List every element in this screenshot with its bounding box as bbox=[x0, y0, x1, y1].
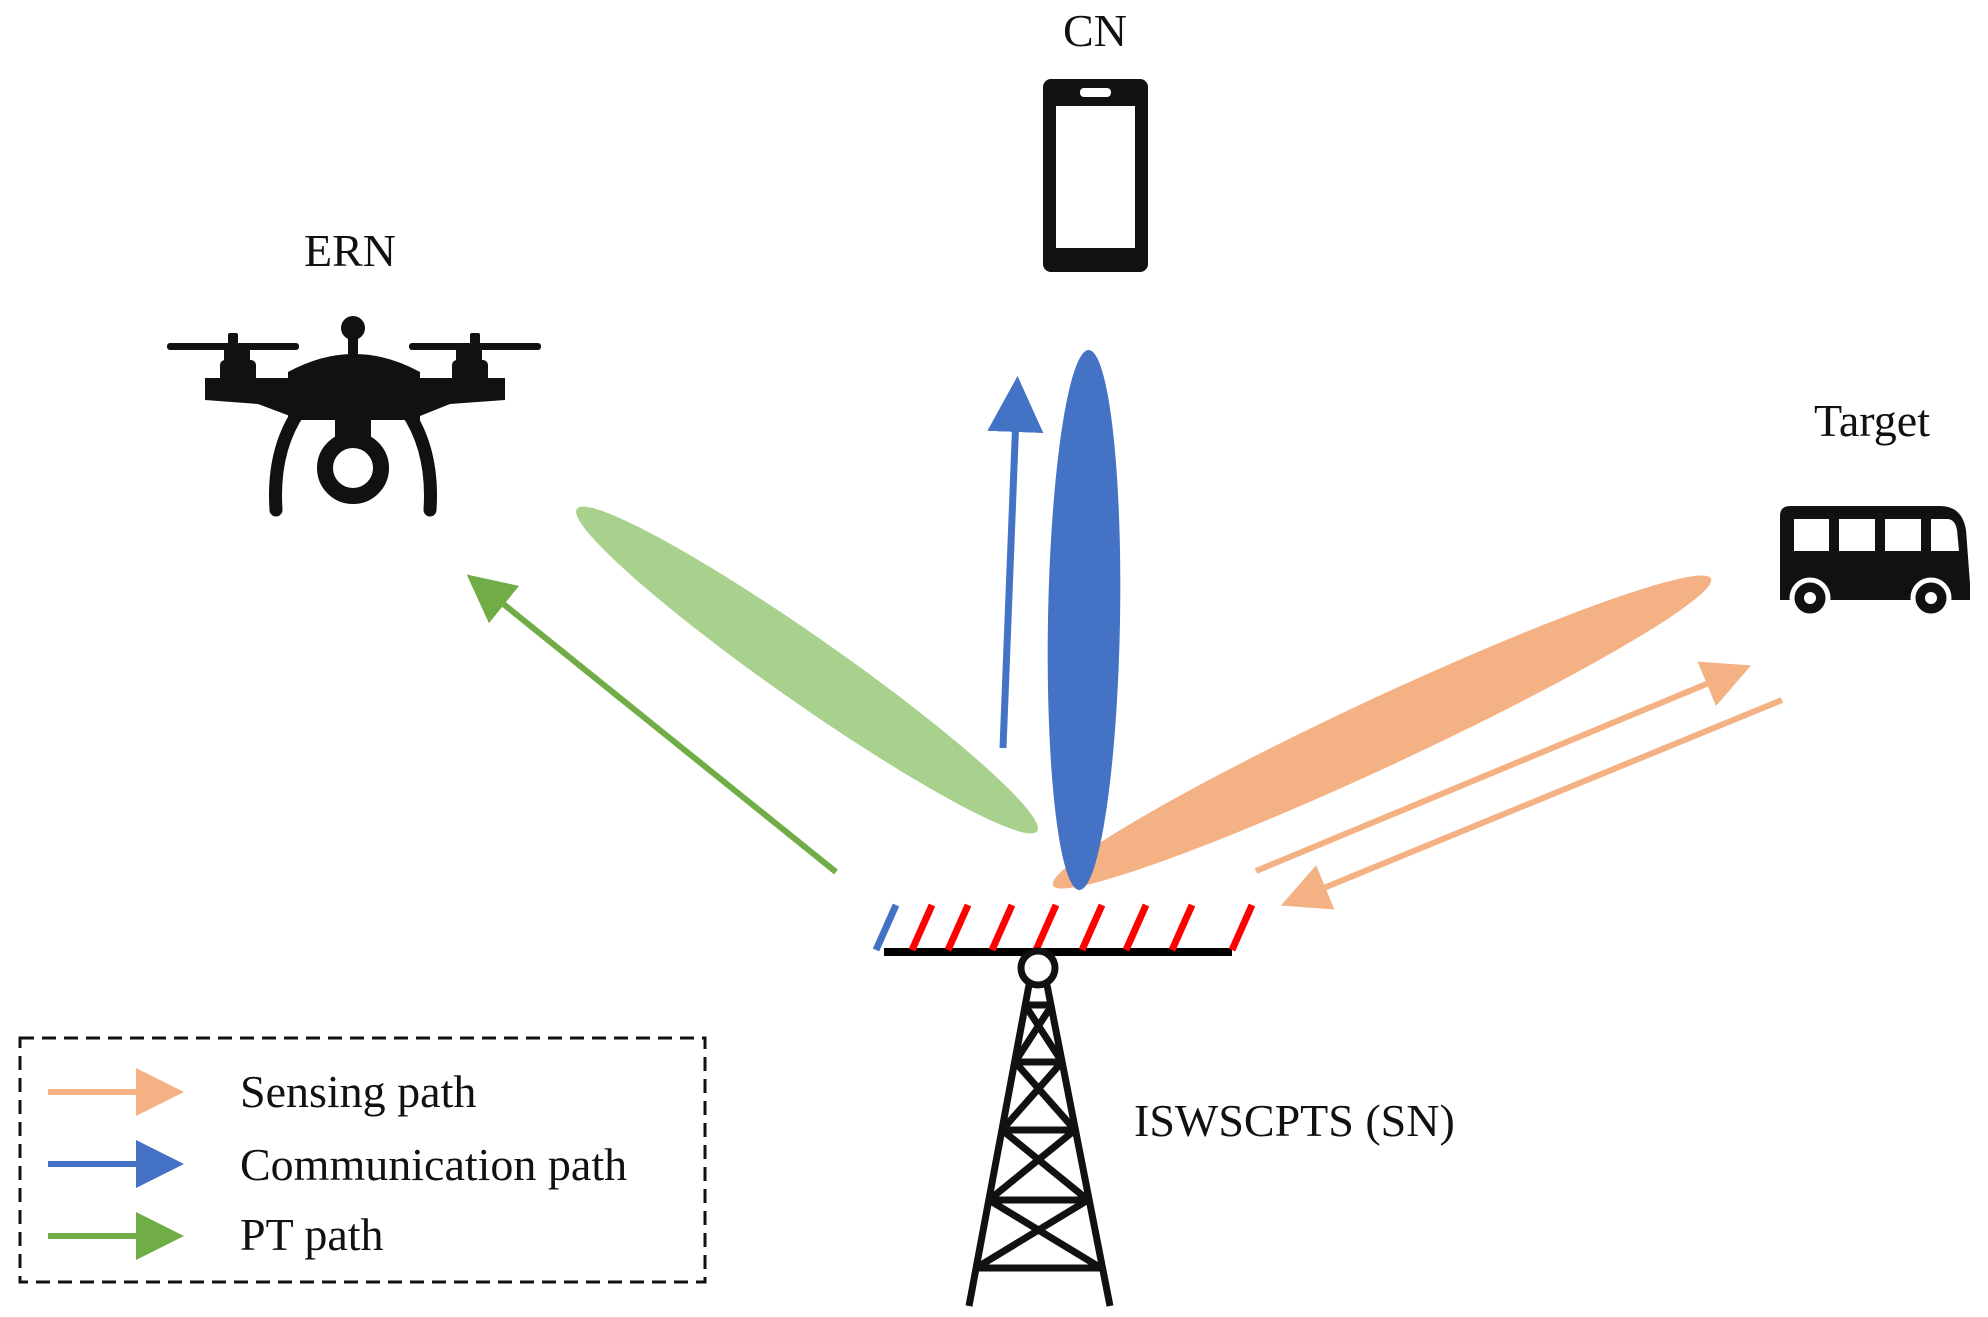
sn-label: ISWSCPTS (SN) bbox=[1134, 1095, 1455, 1146]
legend-item-sensing: Sensing path bbox=[48, 1066, 476, 1117]
drone-icon bbox=[167, 316, 541, 504]
bus-icon bbox=[1780, 506, 1970, 619]
sensing-path-arrow-echo bbox=[1280, 697, 1784, 910]
legend-sensing-label: Sensing path bbox=[240, 1066, 476, 1117]
smartphone-icon bbox=[1043, 79, 1148, 272]
sensing-path-arrow-out bbox=[1254, 661, 1752, 874]
drone-landing-gear bbox=[269, 403, 437, 517]
antenna-array bbox=[872, 903, 1256, 956]
cn-label: CN bbox=[1063, 5, 1127, 56]
pt-beam bbox=[576, 506, 1038, 834]
communication-path-arrow bbox=[987, 376, 1044, 749]
target-label: Target bbox=[1814, 395, 1930, 446]
pt-path-arrow bbox=[466, 574, 838, 875]
legend-pt-label: PT path bbox=[240, 1209, 384, 1260]
legend-item-communication: Communication path bbox=[48, 1139, 627, 1190]
legend-communication-label: Communication path bbox=[240, 1139, 627, 1190]
communication-beam bbox=[1047, 350, 1121, 890]
legend-item-pt: PT path bbox=[48, 1209, 384, 1260]
sensing-beam bbox=[1052, 575, 1712, 889]
legend-box bbox=[18, 1036, 707, 1284]
base-station-tower-icon bbox=[965, 947, 1114, 1307]
legend: Sensing path Communication path PT path bbox=[18, 1036, 707, 1284]
ern-label: ERN bbox=[304, 225, 396, 276]
